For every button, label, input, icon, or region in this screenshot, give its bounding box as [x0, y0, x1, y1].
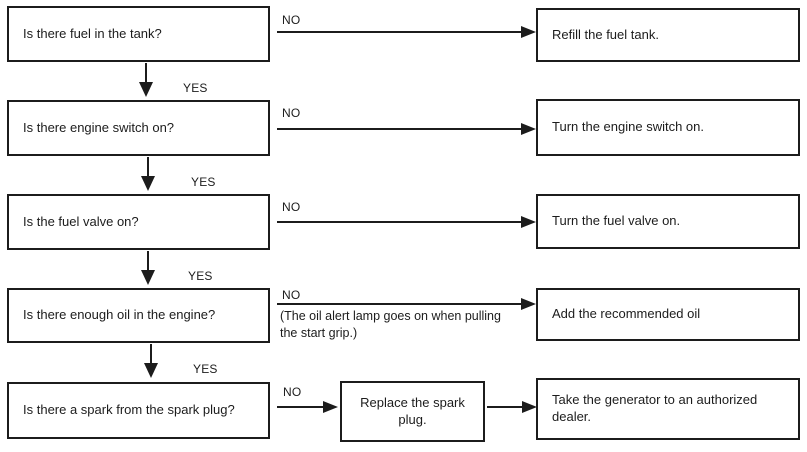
action-text: Turn the engine switch on. [552, 119, 704, 135]
yes-arrow-line [145, 63, 147, 83]
no-label: NO [282, 288, 301, 302]
decision-text: Is there engine switch on? [23, 119, 175, 135]
no-note: (The oil alert lamp goes on when pulling… [280, 308, 501, 342]
arrow-head [521, 26, 536, 38]
action-text: Take the generator to an authorized deal… [552, 392, 758, 424]
action-text: Refill the fuel tank. [552, 26, 659, 42]
no-label: NO [282, 13, 301, 27]
action-text: Turn the fuel valve on. [552, 213, 681, 229]
arrow-head [521, 216, 536, 228]
decision-box-fuel-tank: Is there fuel in the tank? [7, 6, 270, 62]
yes-label: YES [183, 81, 208, 95]
arrow-head [144, 363, 158, 378]
arrow-head [139, 82, 153, 97]
yes-arrow-line [147, 251, 149, 271]
arrow-head [141, 270, 155, 285]
no-arrow-line [277, 31, 522, 33]
yes-label: YES [188, 269, 213, 283]
arrow-head [521, 123, 536, 135]
action-box-authorized-dealer: Take the generator to an authorized deal… [536, 378, 800, 440]
arrow-head [522, 401, 537, 413]
no-arrow-line [277, 406, 324, 408]
arrow-head [521, 298, 536, 310]
no-arrow-line [277, 303, 522, 305]
yes-arrow-line [150, 344, 152, 364]
action-box-turn-valve-on: Turn the fuel valve on. [536, 194, 800, 249]
action-text: Replace the spark plug. [360, 394, 465, 427]
decision-box-spark-plug: Is there a spark from the spark plug? [7, 382, 270, 439]
action-box-refill-fuel: Refill the fuel tank. [536, 8, 800, 62]
no-arrow-line [277, 221, 522, 223]
decision-box-fuel-valve: Is the fuel valve on? [7, 194, 270, 250]
decision-text: Is there fuel in the tank? [23, 25, 162, 41]
connector-arrow-line [487, 406, 523, 408]
decision-text: Is there enough oil in the engine? [23, 307, 216, 323]
action-box-turn-switch-on: Turn the engine switch on. [536, 99, 800, 156]
yes-label: YES [191, 175, 216, 189]
action-box-add-oil: Add the recommended oil [536, 288, 800, 341]
decision-box-engine-oil: Is there enough oil in the engine? [7, 288, 270, 343]
action-box-replace-spark-plug: Replace the spark plug. [340, 381, 485, 442]
decision-text: Is the fuel valve on? [23, 213, 139, 229]
arrow-head [323, 401, 338, 413]
no-label: NO [282, 200, 301, 214]
no-label: NO [282, 106, 301, 120]
yes-label: YES [193, 362, 218, 376]
action-text: Add the recommended oil [552, 306, 701, 322]
no-note-line: (The oil alert lamp goes on when pulling [280, 309, 501, 323]
no-label: NO [283, 385, 302, 399]
no-note-line: the start grip.) [280, 326, 358, 340]
yes-arrow-line [147, 157, 149, 177]
decision-box-engine-switch: Is there engine switch on? [7, 100, 270, 156]
no-arrow-line [277, 128, 522, 130]
arrow-head [141, 176, 155, 191]
decision-text: Is there a spark from the spark plug? [23, 402, 235, 418]
